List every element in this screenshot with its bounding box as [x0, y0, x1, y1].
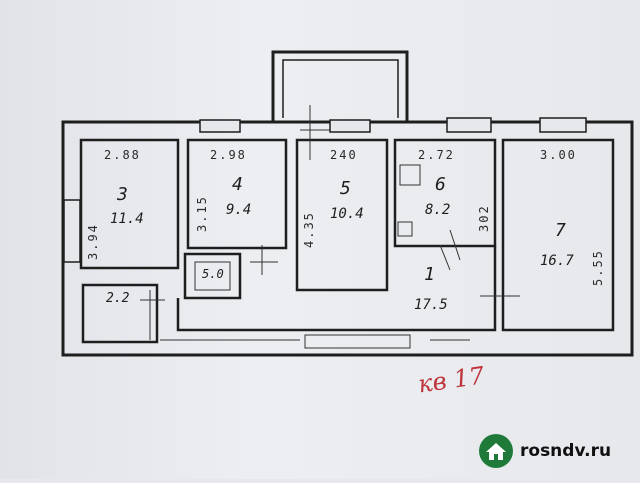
room-5-outline: [295, 138, 389, 292]
room-6-area: 8.2: [425, 202, 451, 218]
room-4-outline: [186, 138, 288, 250]
wc-label: 5.0: [202, 267, 224, 281]
room-3-top-dim: 2.88: [104, 148, 141, 162]
room-4-top-dim: 2.98: [210, 148, 247, 162]
outer-wall: [61, 120, 634, 357]
room-5-area: 10.4: [330, 206, 364, 222]
window-room-7: [539, 117, 587, 133]
room-7-top-dim: 3.00: [540, 148, 577, 162]
window-room-4: [199, 119, 241, 133]
room-5-top-dim: 240: [330, 148, 358, 162]
room-1-number: 1: [424, 264, 435, 285]
room-7-number: 7: [555, 220, 566, 241]
room-4-area: 9.4: [226, 202, 252, 218]
window-room-6: [446, 117, 492, 133]
window-room-3: [63, 199, 81, 263]
room-7-side-dim: 5.55: [591, 249, 605, 286]
room-6-number: 6: [435, 174, 446, 195]
room-3-outline: [79, 138, 180, 270]
room-4-number: 4: [232, 174, 243, 195]
room-3-area: 11.4: [110, 211, 144, 227]
room-7-outline: [501, 138, 615, 332]
watermark: rosndv.ru: [478, 428, 636, 474]
room-6-outline: [393, 138, 497, 248]
brand-text: rosndv.ru: [520, 441, 612, 461]
room-3-side-dim: 3.94: [86, 223, 100, 260]
room-5-number: 5: [340, 178, 351, 199]
house-logo-icon: [479, 434, 513, 468]
room-3-number: 3: [117, 184, 128, 205]
room-7-area: 16.7: [540, 253, 574, 269]
wc-outline: [183, 252, 242, 300]
room-6-top-dim: 2.72: [418, 148, 455, 162]
room-1-area: 17.5: [414, 297, 448, 313]
room-4-side-dim: 3.15: [195, 195, 209, 232]
room-1-outline: [176, 246, 497, 332]
bathroom-outline: [81, 283, 159, 344]
room-6-side-dim: 302: [477, 204, 491, 232]
balcony-outline: [271, 50, 409, 122]
bathroom-label: 2.2: [106, 291, 130, 306]
window-room-5: [329, 119, 371, 133]
room-5-side-dim: 4.35: [302, 211, 316, 248]
